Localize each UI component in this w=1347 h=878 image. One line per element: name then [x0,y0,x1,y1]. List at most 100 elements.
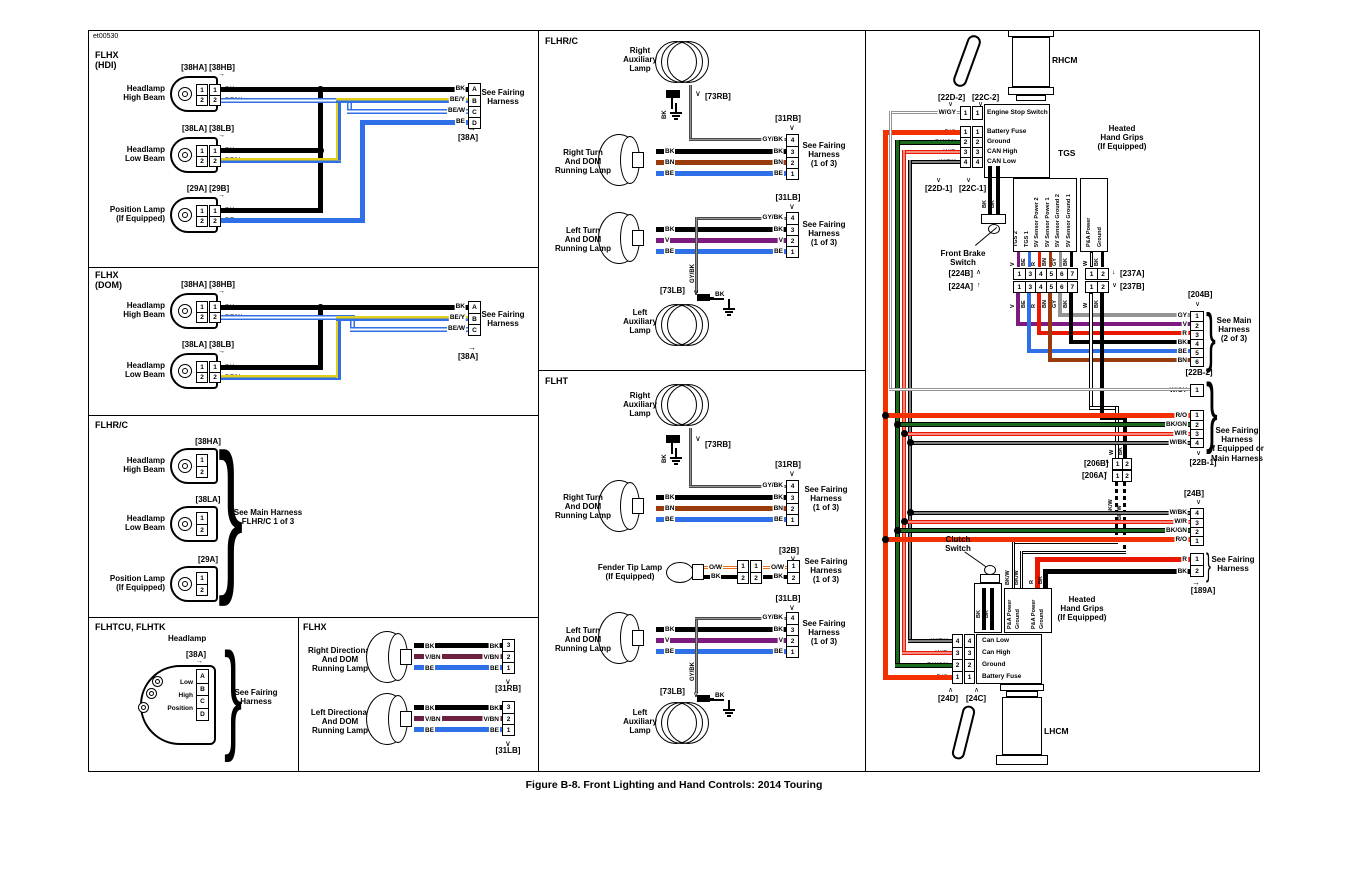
pin-1: 1 [200,147,204,155]
wire-bey [221,374,341,380]
section-title: FLHX [303,622,327,632]
wire-gybk [689,428,692,487]
connector-label: [237A] [1120,269,1145,278]
pin-2: 2 [503,713,514,724]
wire-bkw [1020,551,1023,588]
pin-3: 3 [1024,282,1036,292]
connector-label: [22C-1] [959,184,987,193]
lamp-label: Position Lamp (If Equipped) [109,574,165,593]
tgs-label: TGS [1058,148,1076,158]
pin-2: 2 [197,216,207,226]
wire-tag: BE [488,727,500,735]
pin-2: 2 [787,635,798,646]
panel-divider [865,30,866,772]
signal-label: Battery Fuse [982,673,1022,680]
connector-label: [22B-1] [1189,458,1217,467]
connector-fork-icon: ∨ [978,101,984,108]
wire-tag: BK [1176,339,1188,347]
figure-code: et00530 [93,33,119,40]
connector-fork-icon: ∨ [789,123,795,132]
function-label: Low [180,679,193,686]
bulb-icon [182,152,188,158]
signal-label: CAN Low [987,158,1016,165]
connector-fork-icon: ∨ [505,739,511,748]
connector-fork-icon: ∨ [790,554,796,563]
wire-tag-vertical: BK/W [1014,570,1020,585]
connector-label: [189A] [1190,586,1216,595]
wire-tag-vertical: BE [1021,258,1027,266]
pin-3: 3 [953,647,962,659]
wire-tag: BN [664,505,676,513]
pin-2: 2 [1097,282,1108,292]
wire-tag-vertical: W [1083,260,1089,266]
pin-C: C [469,324,480,335]
pin-1: 1 [1195,412,1199,419]
wire-gybk [695,216,698,293]
wire-tag-vertical: R [1029,580,1035,584]
connector-label: [206B] [1084,459,1109,468]
pin-6: 6 [1056,269,1067,279]
wire-tag-vertical: GY/BK [690,661,696,681]
lamp-label: Right Auxiliary Lamp [623,391,657,419]
connector-fork-icon: ∨ [936,177,942,184]
junction-dot [317,303,324,311]
connector-fork-icon: ∨ [789,202,795,211]
connector-fork-icon: ∨ [789,469,795,478]
wire-bk [990,588,994,630]
wire-tag: BE/W [447,107,466,115]
wire-be [656,516,786,522]
section-divider [538,370,865,371]
pin-2: 2 [751,572,761,583]
pin-1: 1 [213,147,217,155]
wire-bk [1069,293,1073,344]
ground-icon [670,112,682,114]
wire-w [1089,252,1093,267]
section-title: FLHX [95,50,119,60]
signal-label: Engine Stop Switch [987,109,1048,116]
pin-2: 2 [197,312,207,322]
wire-tag: BK [454,85,466,93]
connector-label: [38LA] [195,495,221,504]
wire-tag: BK/GN [1165,527,1188,535]
wire-tag: O/W [708,563,723,571]
connector-fork-icon: ∨ [693,690,699,699]
pin-6: 6 [1191,357,1203,366]
pin-2: 2 [210,95,220,105]
wire-tag: BK [664,626,676,634]
wire-tag: GY/BK [761,482,784,490]
wire-bk [414,643,502,648]
arrow-icon: → [1192,578,1200,587]
wire-bkgn [895,139,900,668]
wire-tag-vertical: W [1109,449,1115,455]
rhcm-grip-icon [1012,37,1050,87]
component-label: Heated Hand Grips (If Equipped) [1057,595,1107,623]
wire-tag-vertical: 5V Sensor Power 2 [1034,197,1040,247]
arrow-icon: ↑ [977,282,981,289]
ground-icon [723,709,735,711]
wire-tag-vertical: BK [984,610,990,618]
pin-4: 4 [955,637,960,645]
section-title: FLHTCU, FLHTK [95,622,166,632]
wire-be [1027,293,1031,353]
pin-2: 2 [1097,269,1108,279]
wire-tag: R [1181,556,1188,564]
wire-tag: BK [772,147,784,155]
pin-2: 2 [197,156,207,166]
wire-bk [221,364,323,370]
pin-1: 1 [200,303,204,311]
wire-tag-vertical: 5V Sensor Power 1 [1045,197,1051,247]
connector-label: [73RB] [705,92,731,101]
tgs-block [1013,178,1077,252]
pin-6: 6 [1056,282,1067,292]
wire-tag: BE [454,118,466,126]
wire-be [1027,252,1031,267]
pin-4: 4 [973,157,982,167]
harness-note: See Fairing Harness [234,688,278,707]
wire-wr [902,519,1190,524]
pin-1: 1 [1195,556,1199,563]
connector-label: [22D-2] [938,93,966,102]
